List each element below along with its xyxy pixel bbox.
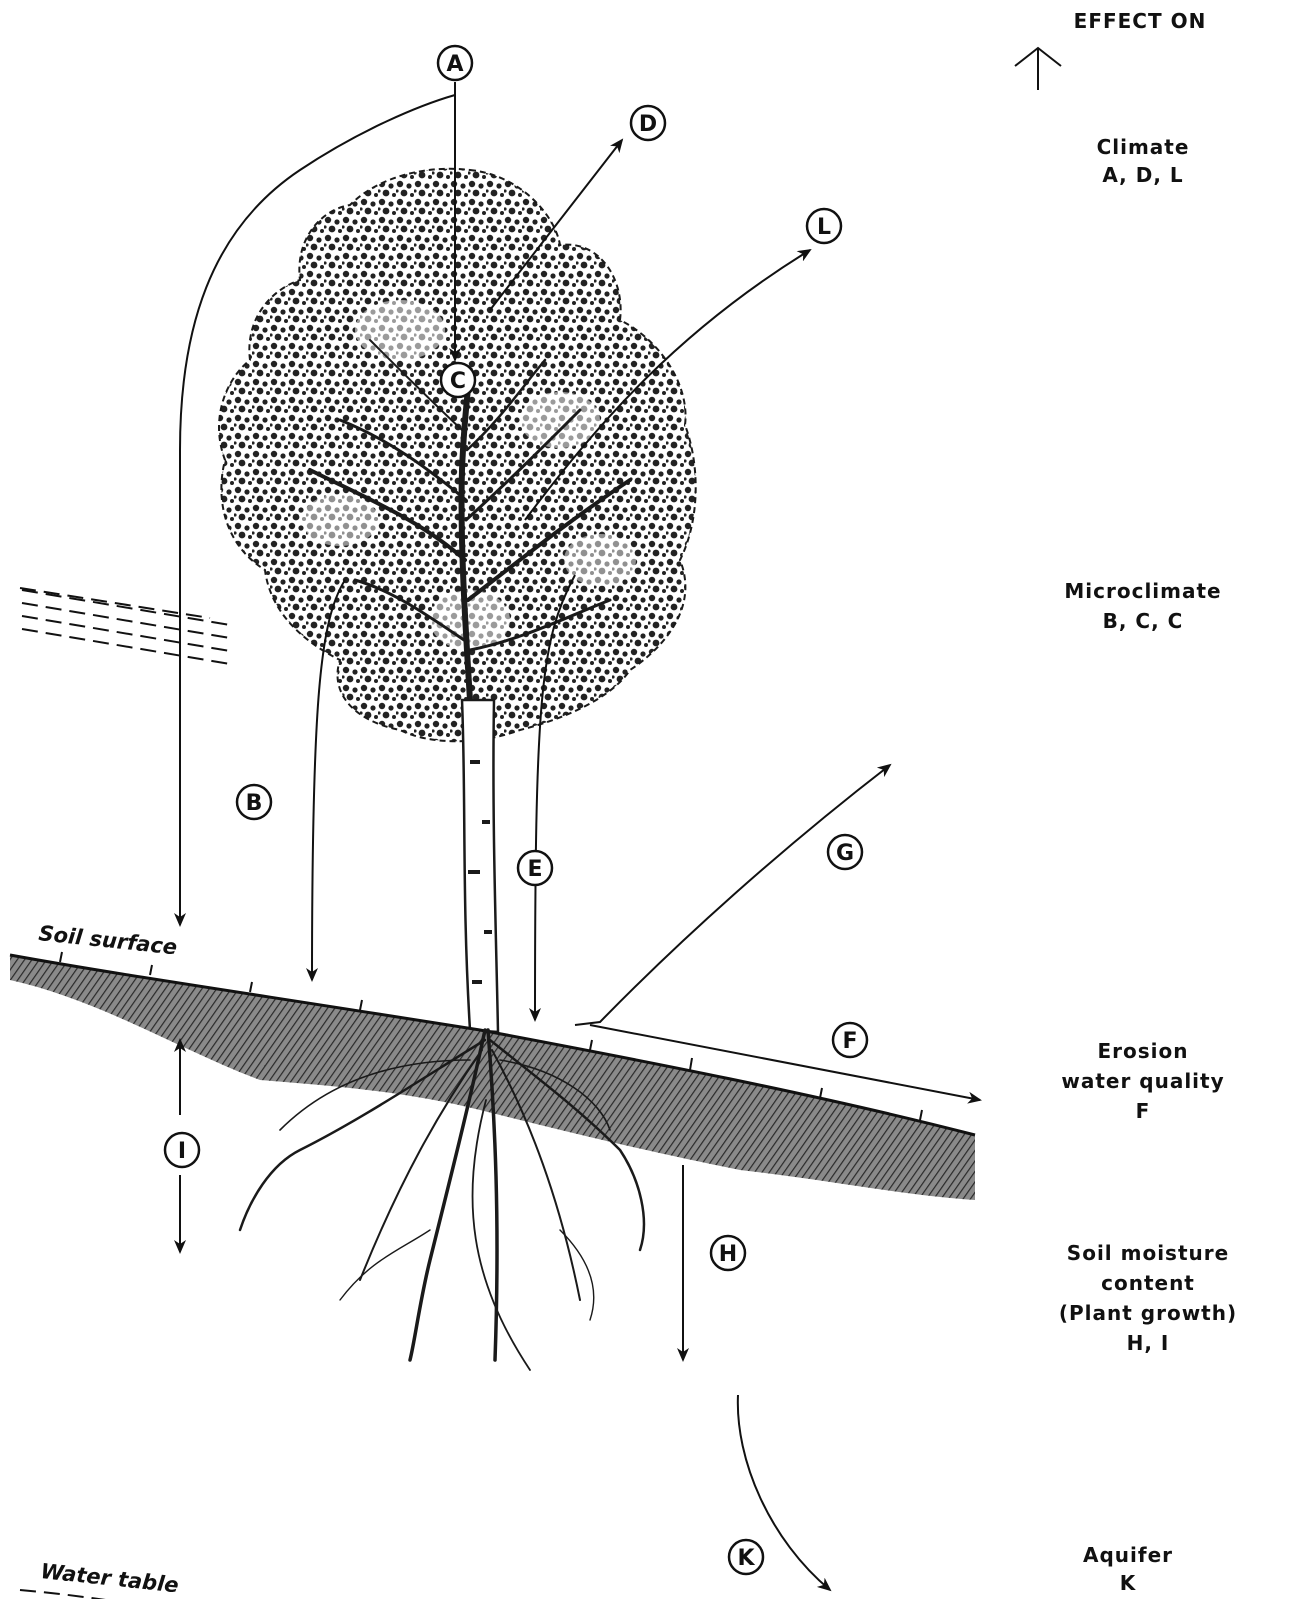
marker-L: L — [807, 209, 841, 243]
water-table-band — [20, 588, 210, 618]
svg-text:H, I: H, I — [1127, 1331, 1170, 1355]
svg-text:E: E — [527, 857, 542, 882]
marker-K: K — [729, 1540, 763, 1574]
effect-aquifer: Aquifer K — [1083, 1543, 1173, 1595]
soil-surface-label: Soil surface — [37, 921, 178, 959]
up-arrow-icon — [1015, 48, 1061, 90]
svg-text:Microclimate: Microclimate — [1064, 579, 1221, 603]
marker-C: C — [441, 363, 475, 397]
effect-microclimate: Microclimate B, C, C — [1064, 579, 1221, 633]
marker-H: H — [711, 1236, 745, 1270]
svg-text:H: H — [719, 1242, 737, 1267]
effect-soil-moisture: Soil moisture content (Plant growth) H, … — [1059, 1241, 1237, 1355]
svg-text:content: content — [1101, 1271, 1195, 1295]
svg-text:C: C — [450, 369, 466, 394]
svg-text:K: K — [1120, 1571, 1137, 1595]
marker-E: E — [518, 851, 552, 885]
svg-text:water quality: water quality — [1061, 1069, 1224, 1093]
svg-text:A: A — [446, 52, 463, 77]
water-table-label: Water table — [39, 1559, 179, 1597]
svg-text:Erosion: Erosion — [1097, 1039, 1188, 1063]
svg-text:Climate: Climate — [1097, 135, 1190, 159]
effect-erosion-water-quality: Erosion water quality F — [1061, 1039, 1224, 1123]
svg-text:D: D — [639, 112, 657, 137]
water-table-hatching — [22, 590, 230, 664]
svg-text:F: F — [842, 1029, 857, 1054]
tree-canopy — [219, 169, 696, 741]
svg-text:Soil moisture: Soil moisture — [1067, 1241, 1229, 1265]
svg-text:A, D, L: A, D, L — [1102, 163, 1183, 187]
effect-on-header: EFFECT ON — [1074, 9, 1207, 33]
marker-I: I — [165, 1133, 199, 1167]
effect-climate: Climate A, D, L — [1097, 135, 1190, 187]
marker-F: F — [833, 1023, 867, 1057]
marker-A: A — [438, 46, 472, 80]
svg-text:B: B — [246, 791, 263, 816]
svg-text:Aquifer: Aquifer — [1083, 1543, 1173, 1567]
marker-G: G — [828, 835, 862, 869]
arrow-G — [575, 765, 890, 1025]
svg-text:(Plant growth): (Plant growth) — [1059, 1301, 1237, 1325]
svg-text:L: L — [817, 215, 831, 240]
svg-text:G: G — [836, 841, 854, 866]
marker-B: B — [237, 785, 271, 819]
svg-text:I: I — [178, 1139, 186, 1164]
svg-text:K: K — [737, 1546, 755, 1571]
svg-text:F: F — [1136, 1099, 1151, 1123]
marker-D: D — [631, 106, 665, 140]
svg-text:B, C, C: B, C, C — [1103, 609, 1184, 633]
